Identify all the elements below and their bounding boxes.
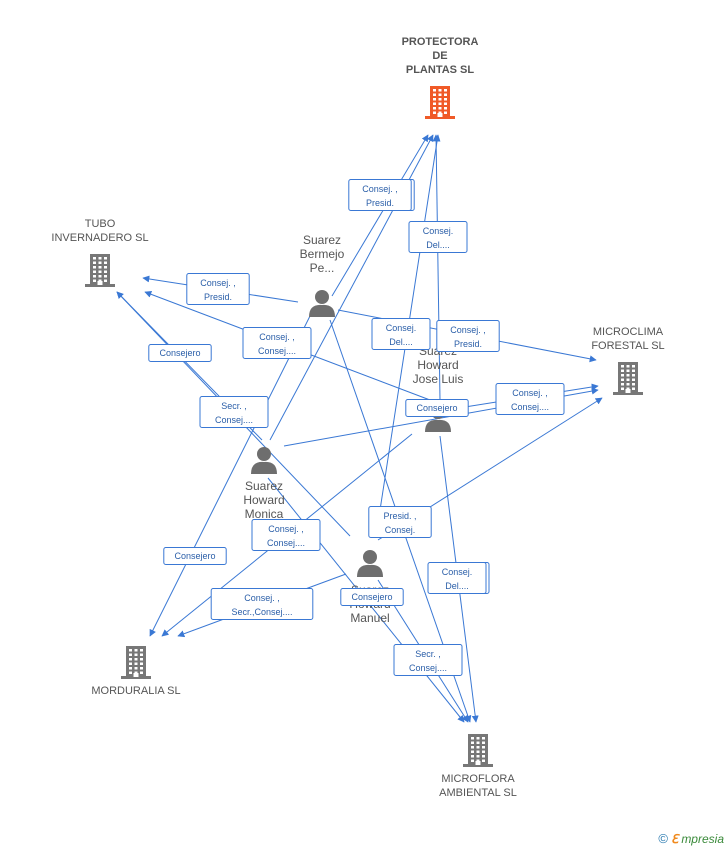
edge-label-text: Consej. , — [268, 524, 304, 534]
company-microflora-icon[interactable] — [463, 734, 493, 767]
company-microclima-label[interactable]: FORESTAL SL — [591, 340, 664, 352]
edge-label-text: Secr. , — [415, 649, 441, 659]
person-bermejo-label[interactable]: Pe... — [310, 261, 335, 275]
edge-label-manuel-tubo[interactable]: Secr. , Consej.... — [199, 396, 269, 428]
edge-label-text: Del.... — [426, 240, 450, 250]
edge-label-joseluis-tubo[interactable]: Consej. , Consej.... — [242, 327, 312, 359]
edge-label-text: Del.... — [389, 337, 413, 347]
company-microclima-icon[interactable] — [613, 362, 643, 395]
edge-label-text: Consejero — [159, 348, 200, 358]
person-bermejo-icon[interactable] — [309, 290, 335, 317]
company-morduralia-label[interactable]: MORDURALIA SL — [91, 685, 180, 697]
edge-label-text: Consej. , — [259, 332, 295, 342]
person-manuel-icon[interactable] — [357, 550, 383, 577]
edge-label-text: Secr.,Consej.... — [231, 607, 292, 617]
edge-label-text: Consejero — [351, 592, 392, 602]
edge-label-text: Presid. , — [383, 511, 416, 521]
brand-name: mpresia — [681, 831, 724, 846]
edge-label-joseluis-morduralia[interactable]: Consej. , Consej.... — [251, 519, 321, 551]
edge-label-text: Consej. — [423, 226, 454, 236]
edge-label-text: Consej. , — [362, 184, 398, 194]
edge-label-text: Consej. — [442, 567, 473, 577]
edge-label-text: Presid. — [204, 292, 232, 302]
edge-label-text: Presid. — [454, 339, 482, 349]
edge-label-bermejo-morduralia[interactable]: Consejero — [163, 547, 227, 565]
edge-label-text: Presid. — [366, 198, 394, 208]
person-monica-label[interactable]: Howard — [243, 493, 284, 507]
edge-label-text: Consej. — [385, 525, 416, 535]
edge-label-text: Consej.... — [267, 538, 305, 548]
company-protectora-label[interactable]: PROTECTORA — [402, 36, 479, 48]
company-protectora-icon[interactable] — [425, 86, 455, 119]
edge-label-text: Consej. , — [200, 278, 236, 288]
person-monica-label[interactable]: Monica — [245, 507, 284, 521]
edge-label-manuel-protectora[interactable]: Consej. Del.... — [371, 318, 431, 350]
edge-label-monica-protectora[interactable]: Consej. , Presid. — [348, 179, 412, 211]
edge-label-manuel-microclima[interactable]: Presid. , Consej. — [368, 506, 432, 538]
edge-joseluis-protectora — [432, 134, 441, 401]
person-joseluis-label[interactable]: Howard — [417, 358, 458, 372]
edge-label-monica-tubo[interactable]: Consejero — [148, 344, 212, 362]
edge-label-joseluis-microclima[interactable]: Consejero — [405, 399, 469, 417]
person-monica-label[interactable]: Suarez — [245, 479, 283, 493]
edge-label-text: Consej.... — [409, 663, 447, 673]
company-microflora-label[interactable]: MICROFLORA — [441, 773, 515, 785]
copyright-symbol: © — [658, 831, 668, 846]
edge-label-text: Consejero — [174, 551, 215, 561]
person-bermejo-label[interactable]: Bermejo — [300, 247, 345, 261]
edge-label-text: Consej. — [386, 323, 417, 333]
company-protectora-label[interactable]: DE — [432, 50, 447, 62]
edge-bermejo-morduralia — [149, 315, 311, 637]
company-microclima-label[interactable]: MICROCLIMA — [593, 326, 664, 338]
edge-label-text: Consej.... — [258, 346, 296, 356]
edge-label-text: Consej.... — [215, 415, 253, 425]
edge-bermejo-protectora — [331, 134, 429, 297]
edge-label-text: Secr. , — [221, 401, 247, 411]
edge-label-text: Del.... — [445, 581, 469, 591]
edge-label-text: Consej. , — [512, 388, 548, 398]
edge-label-monica-microflora[interactable]: Secr. , Consej.... — [393, 644, 463, 676]
company-tubo-icon[interactable] — [85, 254, 115, 287]
edge-label-bermejo-microclima[interactable]: Consej. , Presid. — [436, 320, 500, 352]
company-tubo-label[interactable]: TUBO — [85, 218, 116, 230]
edge-label-text: Consejero — [416, 403, 457, 413]
company-tubo-label[interactable]: INVERNADERO SL — [51, 232, 148, 244]
edge-label-bermejo-tubo[interactable]: Consej. , Presid. — [186, 273, 250, 305]
edge-label-text: Consej. , — [450, 325, 486, 335]
edge-label-manuel-morduralia[interactable]: Consej. , Secr.,Consej.... — [210, 588, 314, 620]
brand-initial: ℇ — [670, 831, 679, 846]
edge-label-manuel-microflora[interactable]: Consejero — [340, 588, 404, 606]
company-morduralia-icon[interactable] — [121, 646, 151, 679]
edge-label-joseluis-microflora[interactable]: Consej. Del.... — [427, 562, 487, 594]
person-monica-icon[interactable] — [251, 447, 277, 474]
person-manuel-label[interactable]: Manuel — [350, 611, 389, 625]
edge-label-text: Consej.... — [511, 402, 549, 412]
edge-label-text: Consej. , — [244, 593, 280, 603]
edge-label-joseluis-protectora[interactable]: Consej. Del.... — [408, 221, 468, 253]
person-joseluis-label[interactable]: Jose Luis — [413, 372, 464, 386]
company-protectora-label[interactable]: PLANTAS SL — [406, 64, 475, 76]
person-bermejo-label[interactable]: Suarez — [303, 233, 341, 247]
company-microflora-label[interactable]: AMBIENTAL SL — [439, 787, 517, 799]
edge-label-monica-microclima[interactable]: Consej. , Consej.... — [495, 383, 565, 415]
